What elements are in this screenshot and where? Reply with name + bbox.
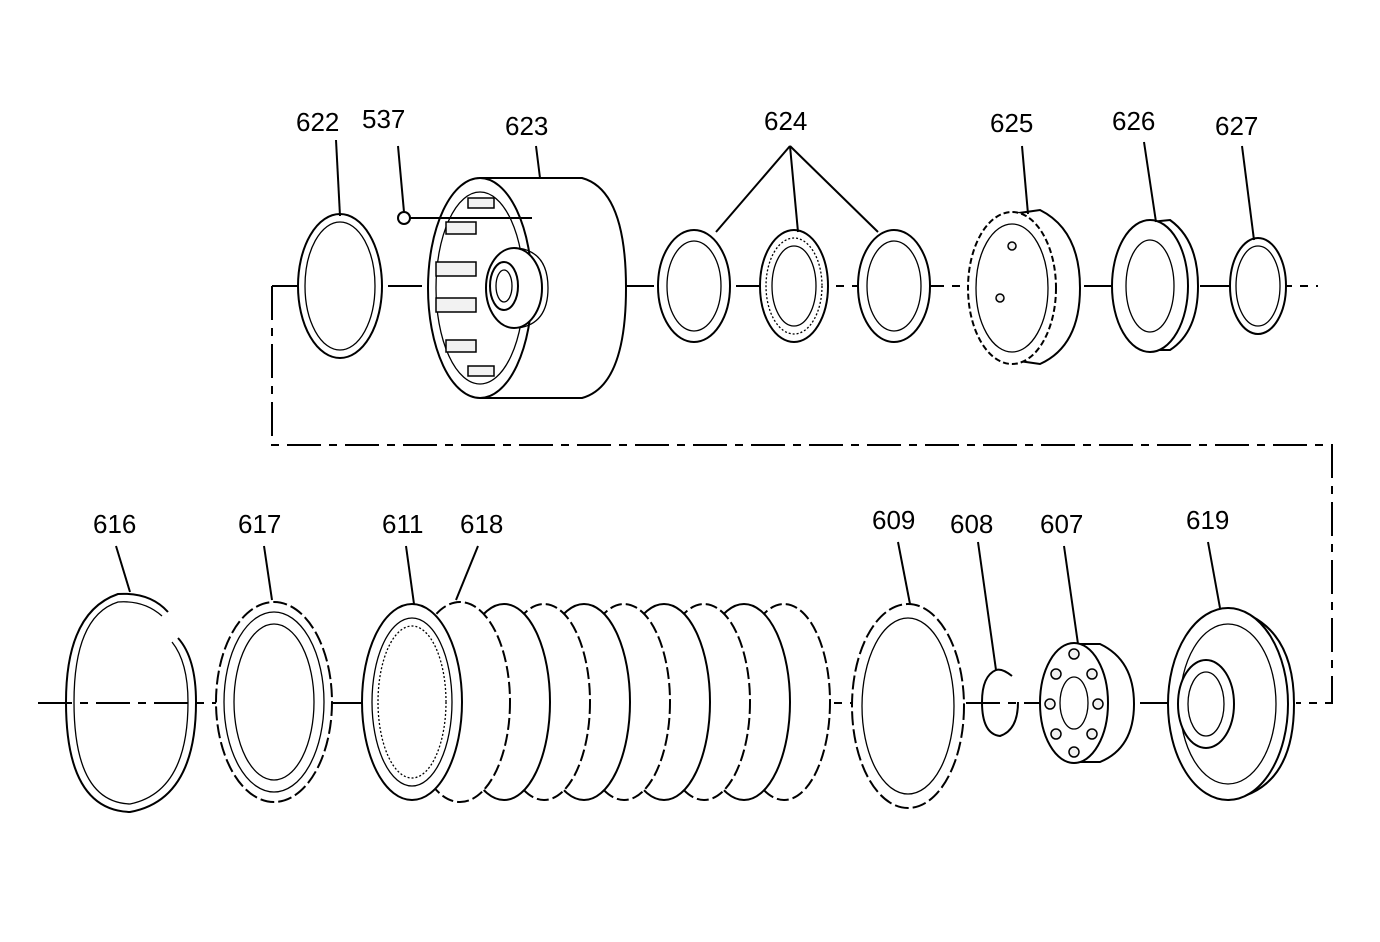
label-618: 618 — [460, 509, 503, 539]
leader-lines — [115, 139, 1255, 671]
part-623-housing — [427, 177, 628, 399]
part-624-bearing — [759, 229, 829, 343]
label-619: 619 — [1186, 505, 1229, 535]
part-619-piston — [1167, 607, 1296, 801]
callout-labels: 622 537 623 624 625 626 627 616 617 611 … — [93, 104, 1258, 539]
part-609-steel-plate — [851, 603, 965, 809]
part-625-splined-hub — [967, 208, 1082, 366]
label-611: 611 — [382, 509, 423, 539]
label-625: 625 — [990, 108, 1033, 138]
label-617: 617 — [238, 509, 281, 539]
part-624-thrust-washer-b — [857, 229, 931, 343]
part-626-backing-plate — [1111, 218, 1200, 353]
part-616-snap-ring — [64, 592, 198, 814]
part-617-pressure-plate — [215, 601, 333, 803]
label-537: 537 — [362, 104, 405, 134]
label-622: 622 — [296, 107, 339, 137]
label-608: 608 — [950, 509, 993, 539]
label-607: 607 — [1040, 509, 1083, 539]
label-623: 623 — [505, 111, 548, 141]
part-624-thrust-washer-a — [657, 229, 731, 343]
part-608-snap-ring — [980, 668, 1019, 738]
part-537-ball — [397, 211, 411, 225]
label-609: 609 — [872, 505, 915, 535]
label-626: 626 — [1112, 106, 1155, 136]
part-611-618-clutch-stack — [361, 601, 831, 803]
part-627-ring — [1229, 237, 1287, 335]
part-622-ring — [297, 213, 383, 359]
label-616: 616 — [93, 509, 136, 539]
label-624: 624 — [764, 106, 807, 136]
part-607-spring-assembly — [1039, 642, 1136, 764]
label-627: 627 — [1215, 111, 1258, 141]
